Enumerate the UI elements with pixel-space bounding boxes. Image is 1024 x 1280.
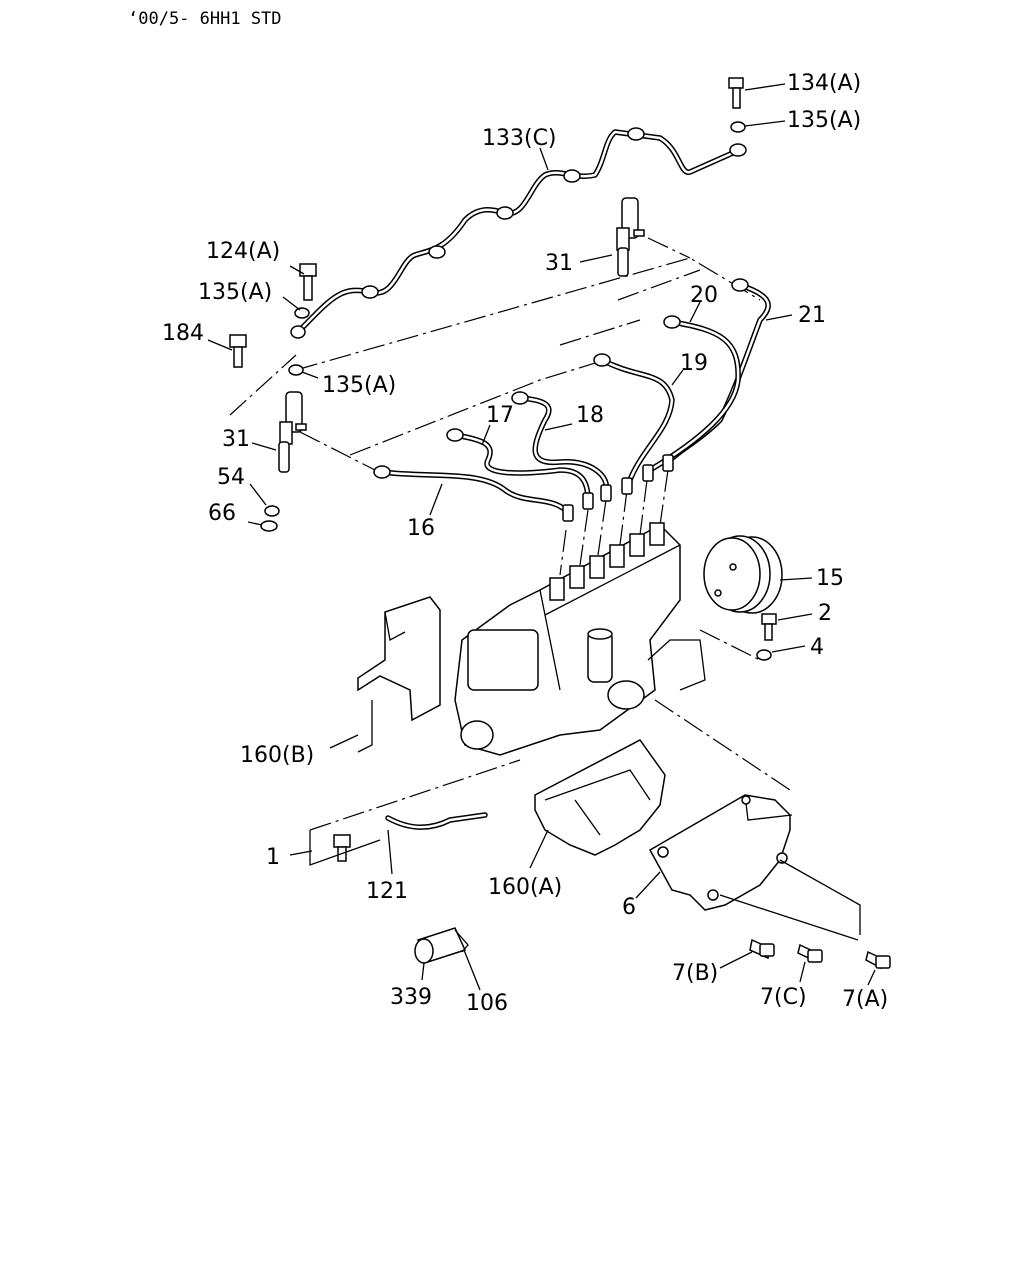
leader-lines bbox=[207, 83, 876, 991]
callout-1: 1 bbox=[266, 845, 280, 870]
washer-135a-left-icon bbox=[294, 307, 310, 319]
clip-106-icon bbox=[454, 929, 469, 953]
callout-160a: 160(A) bbox=[488, 875, 562, 900]
callout-19: 19 bbox=[680, 351, 708, 376]
coupling-15-icon bbox=[703, 535, 783, 614]
callout-7c: 7(C) bbox=[760, 985, 807, 1010]
callout-134a: 134(A) bbox=[787, 71, 861, 96]
callout-135a-top: 135(A) bbox=[787, 108, 861, 133]
washer-4-icon bbox=[756, 649, 772, 661]
washer-54-icon bbox=[264, 505, 280, 517]
bolt-7b-icon bbox=[749, 938, 775, 960]
callout-21: 21 bbox=[798, 303, 826, 328]
bracket-6-icon bbox=[648, 794, 861, 941]
bolt-124a-icon bbox=[299, 263, 317, 301]
injector-nozzle-lower bbox=[278, 391, 307, 473]
callout-7b: 7(B) bbox=[672, 961, 718, 986]
callout-7a: 7(A) bbox=[842, 987, 888, 1012]
cover-160b-icon bbox=[357, 596, 441, 753]
bolt-1-icon bbox=[333, 834, 351, 862]
cover-160a-icon bbox=[534, 739, 666, 856]
callout-17: 17 bbox=[486, 403, 514, 428]
callout-labels: 134(A) 135(A) 133(C) 124(A) 135(A) 184 1… bbox=[162, 71, 888, 1016]
callout-16: 16 bbox=[407, 516, 435, 541]
callout-133c: 133(C) bbox=[482, 126, 557, 151]
callout-106: 106 bbox=[466, 991, 508, 1016]
callout-339: 339 bbox=[390, 985, 432, 1010]
bolt-7a-icon bbox=[865, 950, 891, 970]
bolt-134a-icon bbox=[728, 77, 744, 109]
sleeve-339-icon bbox=[414, 927, 467, 964]
callout-31-lower: 31 bbox=[222, 427, 250, 452]
washer-135a-top-icon bbox=[730, 121, 746, 133]
callout-18: 18 bbox=[576, 403, 604, 428]
frame-1 bbox=[309, 830, 381, 866]
callout-124a: 124(A) bbox=[206, 239, 280, 264]
callout-54: 54 bbox=[217, 465, 245, 490]
callout-135a-left: 135(A) bbox=[198, 280, 272, 305]
callout-4: 4 bbox=[810, 635, 824, 660]
callout-160b: 160(B) bbox=[240, 743, 314, 768]
injector-nozzle-upper bbox=[616, 197, 645, 277]
pipe-nuts bbox=[290, 127, 749, 522]
callout-31-upper: 31 bbox=[545, 251, 573, 276]
washer-66-icon bbox=[260, 520, 278, 532]
callout-20: 20 bbox=[690, 283, 718, 308]
callout-66: 66 bbox=[208, 501, 236, 526]
callout-15: 15 bbox=[816, 566, 844, 591]
bolt-184-icon bbox=[229, 334, 247, 368]
diagram-code: ‘00/5- 6HH1 STD bbox=[128, 9, 282, 29]
callout-2: 2 bbox=[818, 601, 832, 626]
bolt-7c-icon bbox=[797, 943, 823, 963]
injection-pump bbox=[454, 522, 706, 756]
washer-135a-mid-icon bbox=[288, 364, 304, 376]
callout-6: 6 bbox=[622, 895, 636, 920]
callout-184: 184 bbox=[162, 321, 204, 346]
callout-121: 121 bbox=[366, 879, 408, 904]
bolt-2-icon bbox=[761, 613, 777, 641]
callout-135a-mid: 135(A) bbox=[322, 373, 396, 398]
